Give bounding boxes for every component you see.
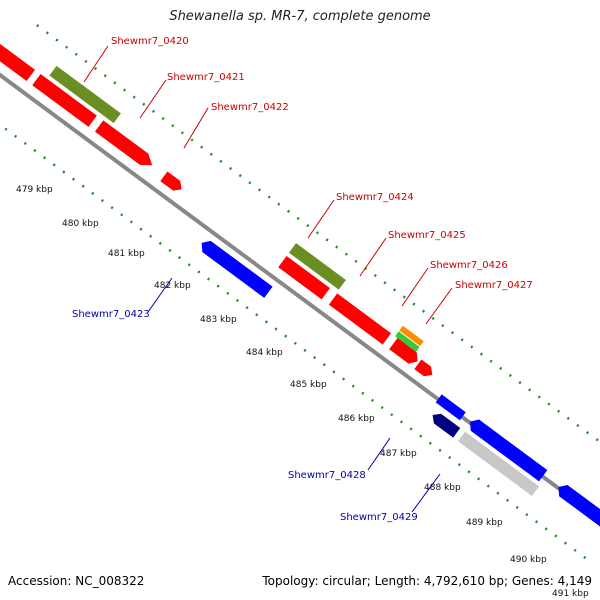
- feature-0421b[interactable]: [94, 120, 156, 171]
- feature-0427b[interactable]: [414, 359, 436, 379]
- accession-text: Accession: NC_008322: [8, 574, 145, 588]
- gene-label-shewmr7-0428[interactable]: Shewmr7_0428: [288, 470, 366, 481]
- gene-label-layer: Shewmr7_0420Shewmr7_0421Shewmr7_0422Shew…: [72, 36, 533, 523]
- forward-leaders: [83, 45, 453, 325]
- feature-0424[interactable]: [288, 243, 346, 290]
- gene-label-shewmr7-0420[interactable]: Shewmr7_0420: [111, 36, 189, 47]
- feature-0425b[interactable]: [328, 293, 392, 345]
- scale-label-491-kbp: 491 kbp: [552, 589, 589, 599]
- feature-0421a[interactable]: [32, 73, 97, 127]
- gene-label-shewmr7-0422[interactable]: Shewmr7_0422: [211, 102, 289, 113]
- feature-0426-orange[interactable]: [399, 325, 424, 347]
- gene-label-shewmr7-0426[interactable]: Shewmr7_0426: [430, 260, 508, 271]
- gene-label-shewmr7-0425[interactable]: Shewmr7_0425: [388, 230, 466, 241]
- scale-label-layer: 479 kbp 480 kbp 481 kbp 482 kbp 483 kbp 484 k…: [16, 185, 589, 599]
- feature-0428c[interactable]: [429, 410, 461, 438]
- feature-0423[interactable]: [198, 237, 273, 298]
- gene-label-shewmr7-0423[interactable]: Shewmr7_0423: [72, 309, 150, 320]
- scale-label-482-kbp: 482 kbp: [154, 281, 191, 291]
- feature-0422[interactable]: [160, 171, 185, 195]
- scale-label-481-kbp: 481 kbp: [108, 249, 145, 259]
- scale-label-490-kbp: 490 kbp: [510, 555, 547, 565]
- gene-label-shewmr7-0427[interactable]: Shewmr7_0427: [455, 280, 533, 291]
- scale-label-489-kbp: 489 kbp: [466, 518, 503, 528]
- feature-0430[interactable]: [554, 481, 600, 556]
- feature-0427a[interactable]: [389, 338, 421, 367]
- gene-label-shewmr7-0424[interactable]: Shewmr7_0424: [336, 192, 414, 203]
- gene-label-shewmr7-0429[interactable]: Shewmr7_0429: [340, 512, 418, 523]
- scale-label-486-kbp: 486 kbp: [338, 414, 375, 424]
- feature-0420[interactable]: [49, 65, 121, 124]
- reverse-leaders: [147, 277, 441, 513]
- feature-0429[interactable]: [457, 431, 540, 496]
- feature-0428b[interactable]: [466, 416, 548, 482]
- gene-label-shewmr7-0421[interactable]: Shewmr7_0421: [167, 72, 245, 83]
- feature-0419[interactable]: [0, 40, 35, 82]
- scale-label-479-kbp: 479 kbp: [16, 185, 53, 195]
- scale-label-488-kbp: 488 kbp: [424, 483, 461, 493]
- feature-0425a[interactable]: [278, 255, 330, 300]
- feature-0428a[interactable]: [435, 394, 466, 421]
- scale-label-485-kbp: 485 kbp: [290, 380, 327, 390]
- scale-label-484-kbp: 484 kbp: [246, 348, 283, 358]
- scale-label-487-kbp: 487 kbp: [380, 449, 417, 459]
- scale-label-480-kbp: 480 kbp: [62, 219, 99, 229]
- inner-tick-ring: [0, 106, 588, 561]
- feature-0426-green[interactable]: [395, 331, 420, 352]
- scale-label-483-kbp: 483 kbp: [200, 315, 237, 325]
- map-title: Shewanella sp. MR-7, complete genome: [169, 9, 431, 24]
- topology-summary-text: Topology: circular; Length: 4,792,610 bp…: [262, 574, 592, 588]
